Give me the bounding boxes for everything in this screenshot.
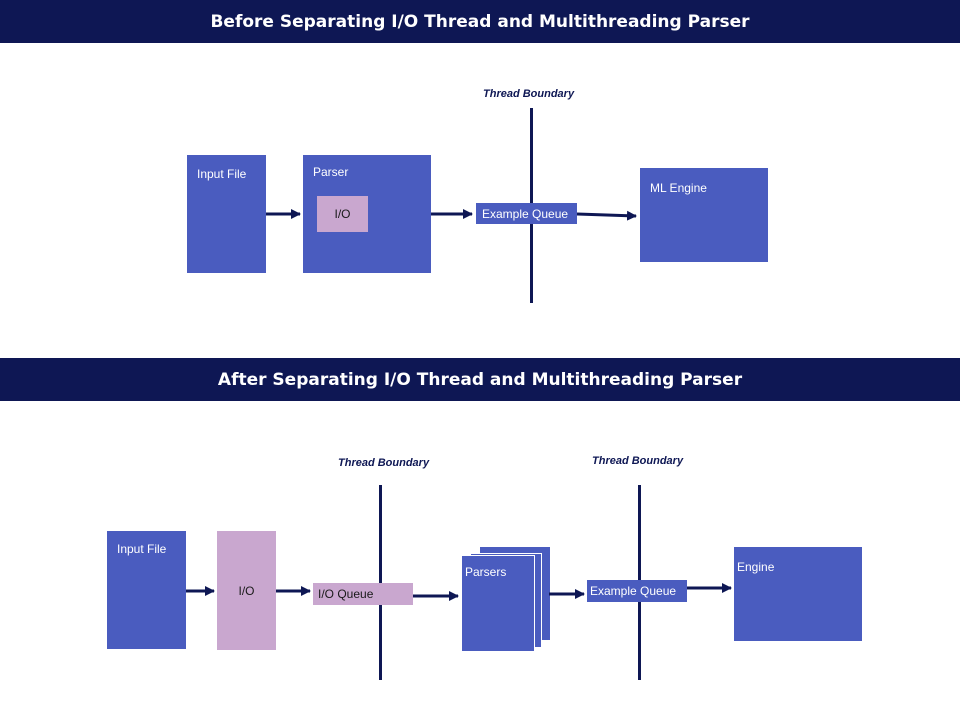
engine-box: Engine [734,547,862,641]
input-file-box: Input File [107,531,186,649]
after-section-title: After Separating I/O Thread and Multithr… [0,358,960,401]
ml-engine-label: ML Engine [650,181,707,195]
parsers-box: Parsers [461,555,535,652]
ml-engine-box: ML Engine [640,168,768,262]
arrow [576,210,637,221]
example-queue-box: Example Queue [587,580,687,602]
input-file-label: Input File [117,542,167,556]
io-box: I/O [217,531,276,650]
thread-boundary-label: Thread Boundary [483,88,575,100]
io-box: I/O [317,196,368,232]
input-file-label: Input File [197,167,247,181]
parser-label: Parser [313,165,349,179]
example-queue-box: Example Queue [476,203,577,224]
thread-boundary-label: Thread Boundary [338,457,430,469]
io-queue-box: I/O Queue [313,583,413,605]
before-section-title: Before Separating I/O Thread and Multith… [0,0,960,43]
parsers-label: Parsers [465,565,507,579]
input-file-box: Input File [187,155,266,273]
thread-boundary-label: Thread Boundary [592,455,684,467]
engine-label: Engine [737,560,775,574]
thread-boundary-line [379,485,382,680]
